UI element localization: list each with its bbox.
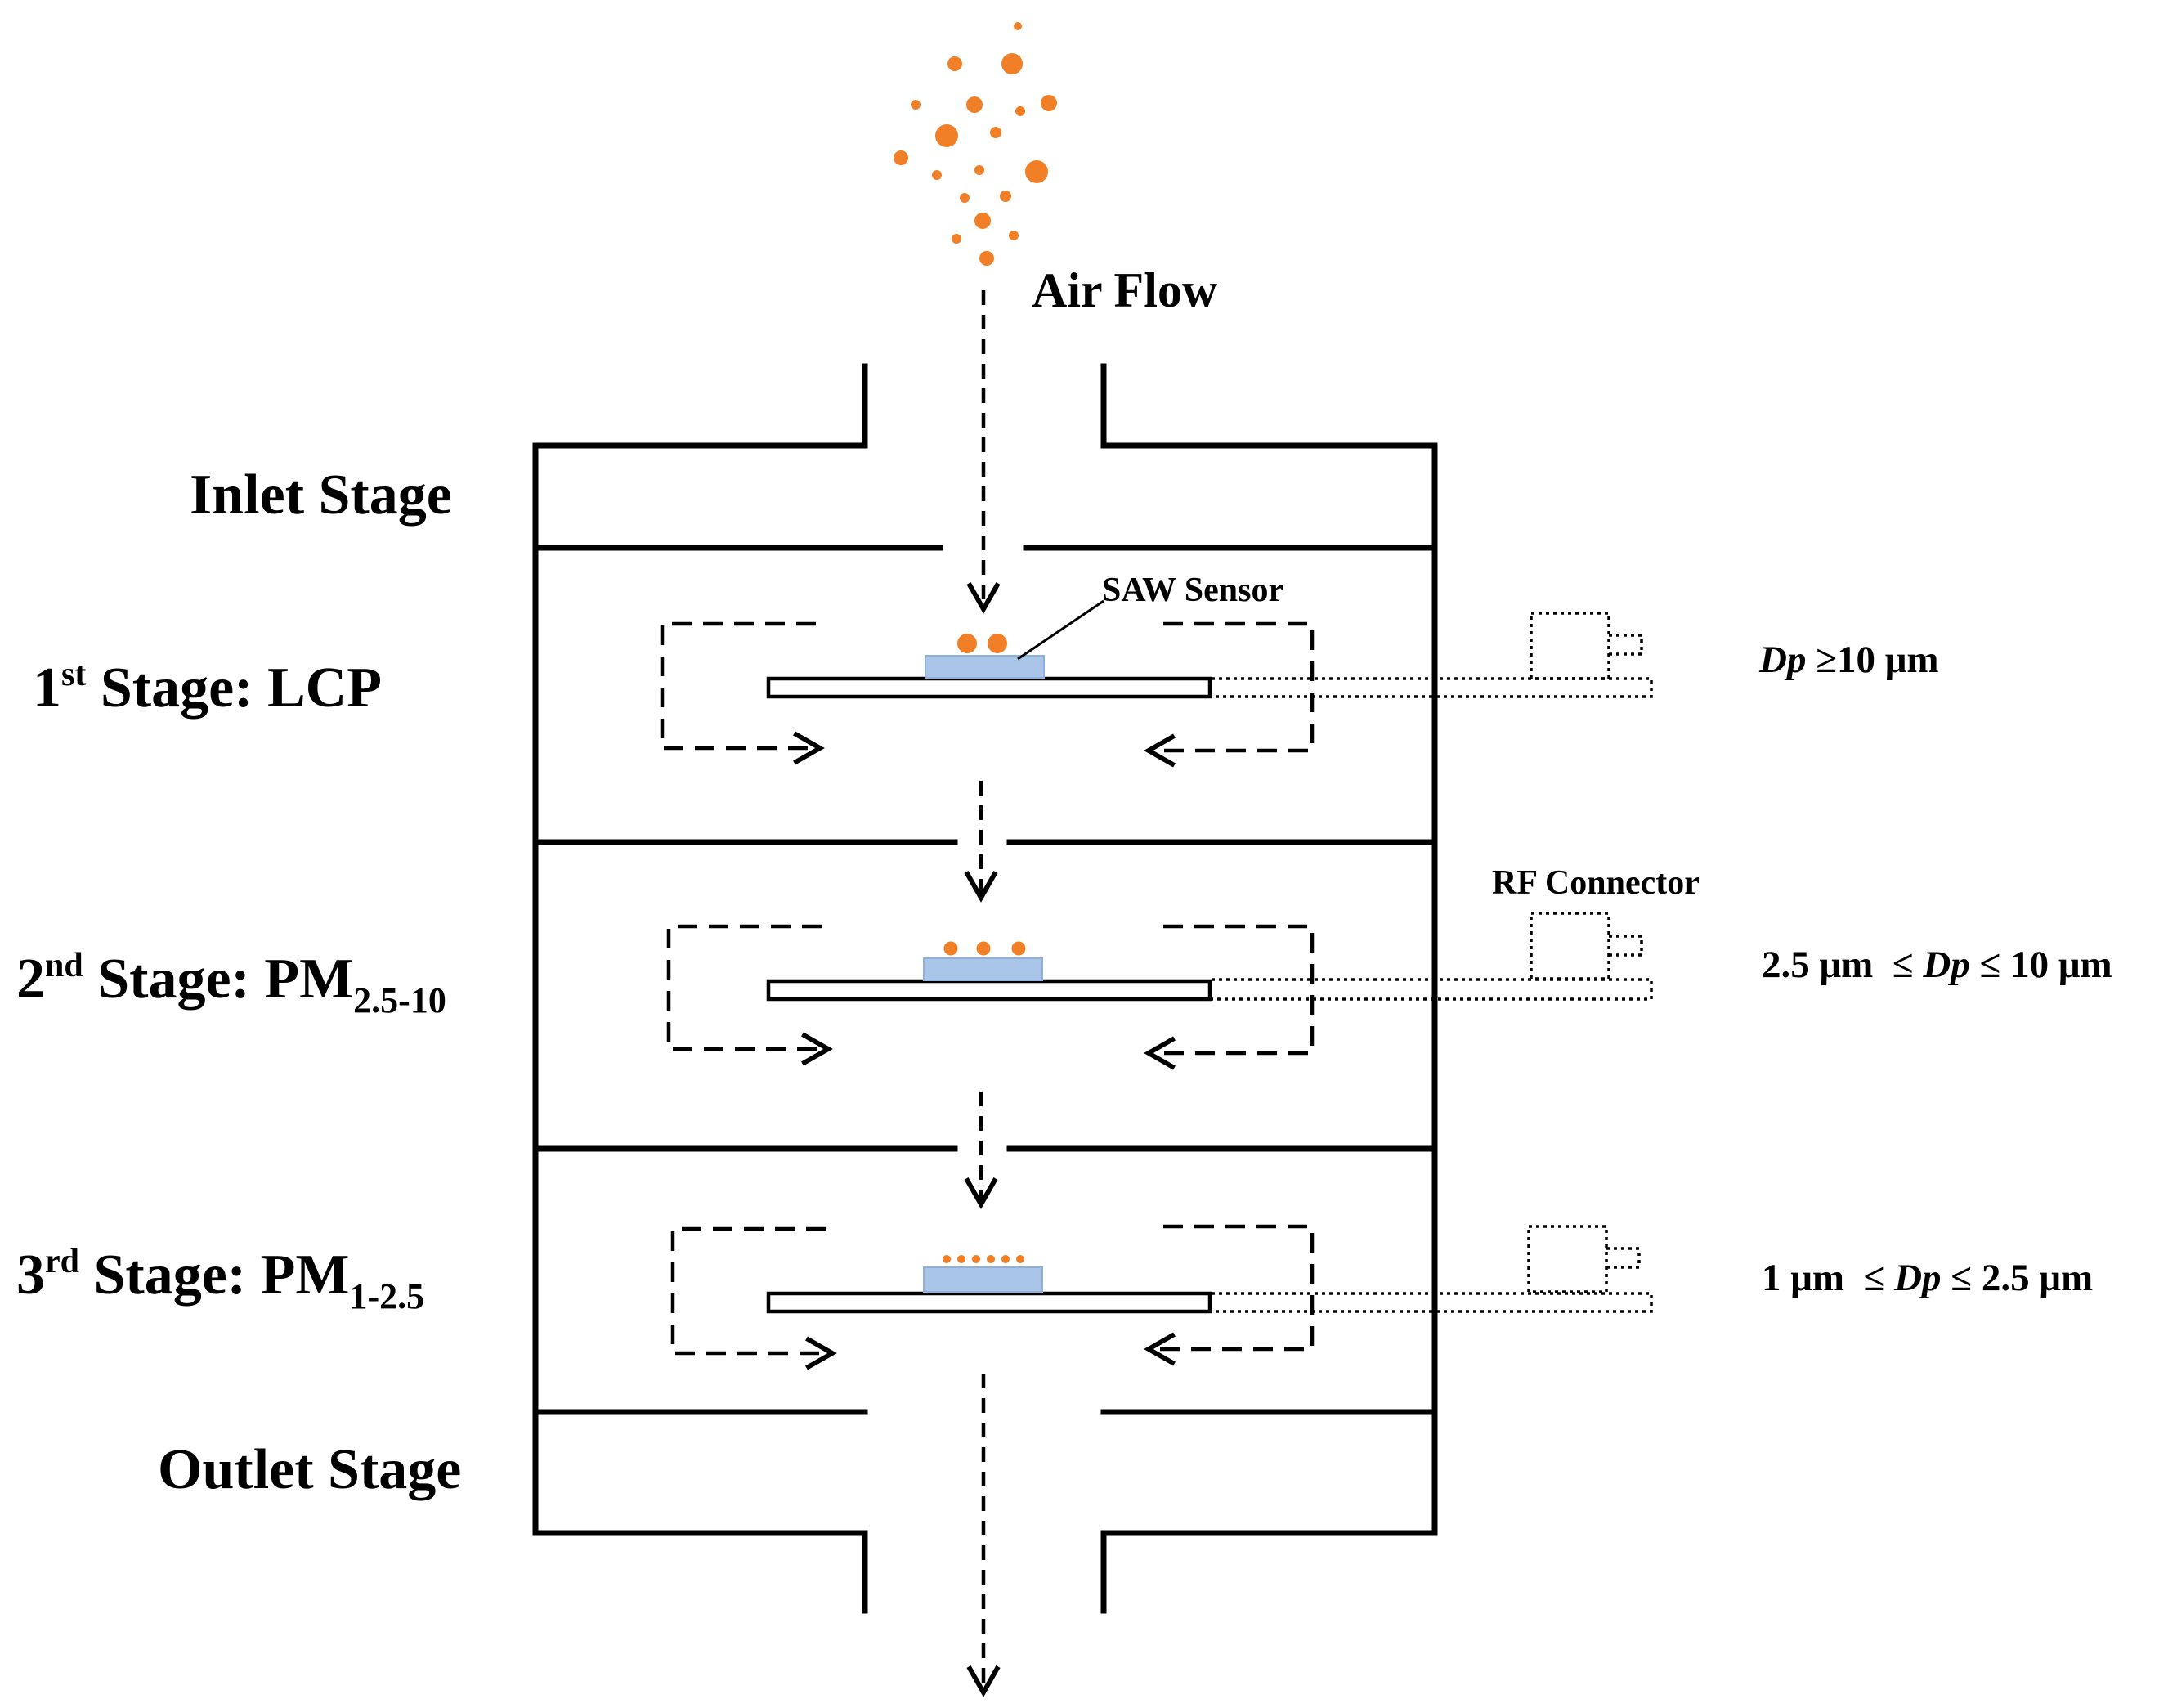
stage2-rf-cable — [1212, 978, 1653, 1001]
stage3-rf-cable — [1212, 1292, 1653, 1313]
stage2-collected-particle — [943, 941, 958, 956]
stage3-collected-particle — [1016, 1255, 1024, 1263]
stage2-size-range: 2.5 μm ≤ Dp ≤ 10 μm — [1762, 944, 2112, 986]
stage1-rf-connector — [1530, 612, 1643, 680]
particle — [1000, 191, 1011, 202]
stage3-impaction-assembly — [670, 1224, 1653, 1370]
stage2-impaction-assembly — [666, 912, 1653, 1070]
stage2-collected-particle — [1011, 941, 1026, 956]
rf-connector-tip — [1609, 935, 1643, 957]
stage2-left-recirculation-arrow — [666, 924, 833, 1066]
rf-connector-tip — [1609, 634, 1643, 656]
stage3-right-recirculation-arrow — [1144, 1224, 1315, 1366]
particle — [1014, 22, 1022, 30]
rf-connector-label: RF Connector — [1492, 864, 1700, 902]
stage2-right-recirculation-arrow — [1144, 924, 1315, 1070]
stage2-label: 2nd Stage: PM2.5-10 — [16, 947, 446, 1020]
stage1-rf-cable — [1212, 677, 1653, 698]
stage2-saw-sensor — [923, 957, 1043, 981]
particle — [979, 251, 994, 266]
inlet-stage-label: Inlet Stage — [190, 464, 452, 527]
stage3-collected-particle — [957, 1255, 965, 1263]
particle — [1041, 95, 1057, 111]
incoming-particle-cloud — [894, 22, 1057, 266]
inlet-nozzle-right — [1100, 363, 1438, 1614]
stage3-saw-sensor — [923, 1266, 1043, 1293]
stage2-impaction-plate — [766, 979, 1212, 1002]
saw-sensor-leader-line — [1017, 599, 1104, 661]
rf-connector-tip — [1606, 1247, 1641, 1269]
stage3-left-recirculation-arrow — [670, 1226, 837, 1370]
particle — [1009, 231, 1019, 240]
stage1-collected-particle — [957, 634, 977, 653]
particle — [947, 56, 962, 71]
stage2-collected-particle — [976, 941, 991, 956]
stage3-collected-particle — [972, 1255, 980, 1263]
particle — [1001, 53, 1023, 74]
particle — [990, 127, 1001, 138]
particle — [974, 213, 991, 229]
particle — [935, 124, 958, 147]
outlet-stage-label: Outlet Stage — [158, 1438, 461, 1501]
stage3-size-range: 1 μm ≤ Dp ≤ 2.5 μm — [1762, 1257, 2093, 1299]
rf-connector-body — [1527, 1225, 1608, 1293]
stage3-collected-particle — [943, 1255, 951, 1263]
impactor-housing — [532, 363, 1438, 1614]
particle — [966, 96, 983, 113]
rf-connector-body — [1530, 612, 1610, 680]
particle — [952, 234, 961, 244]
particle — [974, 165, 984, 175]
air-flow-label: Air Flow — [1032, 263, 1218, 317]
stage3-collected-particle — [987, 1255, 995, 1263]
saw-sensor-label: SAW Sensor — [1102, 572, 1283, 609]
stage1-left-recirculation-arrow — [660, 621, 825, 765]
stage1-collected-particle — [988, 634, 1007, 653]
stage1-size-range: Dp ≥10 μm — [1758, 639, 1939, 681]
particle — [932, 170, 942, 180]
inlet-nozzle-left — [532, 363, 868, 1614]
stage3-impaction-plate — [766, 1291, 1212, 1314]
stage1-saw-sensor — [925, 655, 1045, 679]
particle — [960, 193, 970, 203]
rf-connector-body — [1530, 912, 1610, 980]
stage3-rf-connector — [1527, 1225, 1641, 1293]
stage2-rf-connector — [1530, 912, 1643, 980]
stage3-label: 3rd Stage: PM1-2.5 — [16, 1243, 424, 1316]
particle — [1015, 106, 1025, 116]
stage1-right-recirculation-arrow — [1144, 621, 1315, 768]
stage1-impaction-assembly — [660, 599, 1653, 768]
stage1-impaction-plate — [766, 676, 1212, 699]
particle — [911, 100, 921, 110]
particle — [894, 150, 908, 165]
particle — [1025, 160, 1048, 183]
stage3-collected-particle — [1001, 1255, 1010, 1263]
stage1-label: 1st Stage: LCP — [33, 656, 382, 720]
